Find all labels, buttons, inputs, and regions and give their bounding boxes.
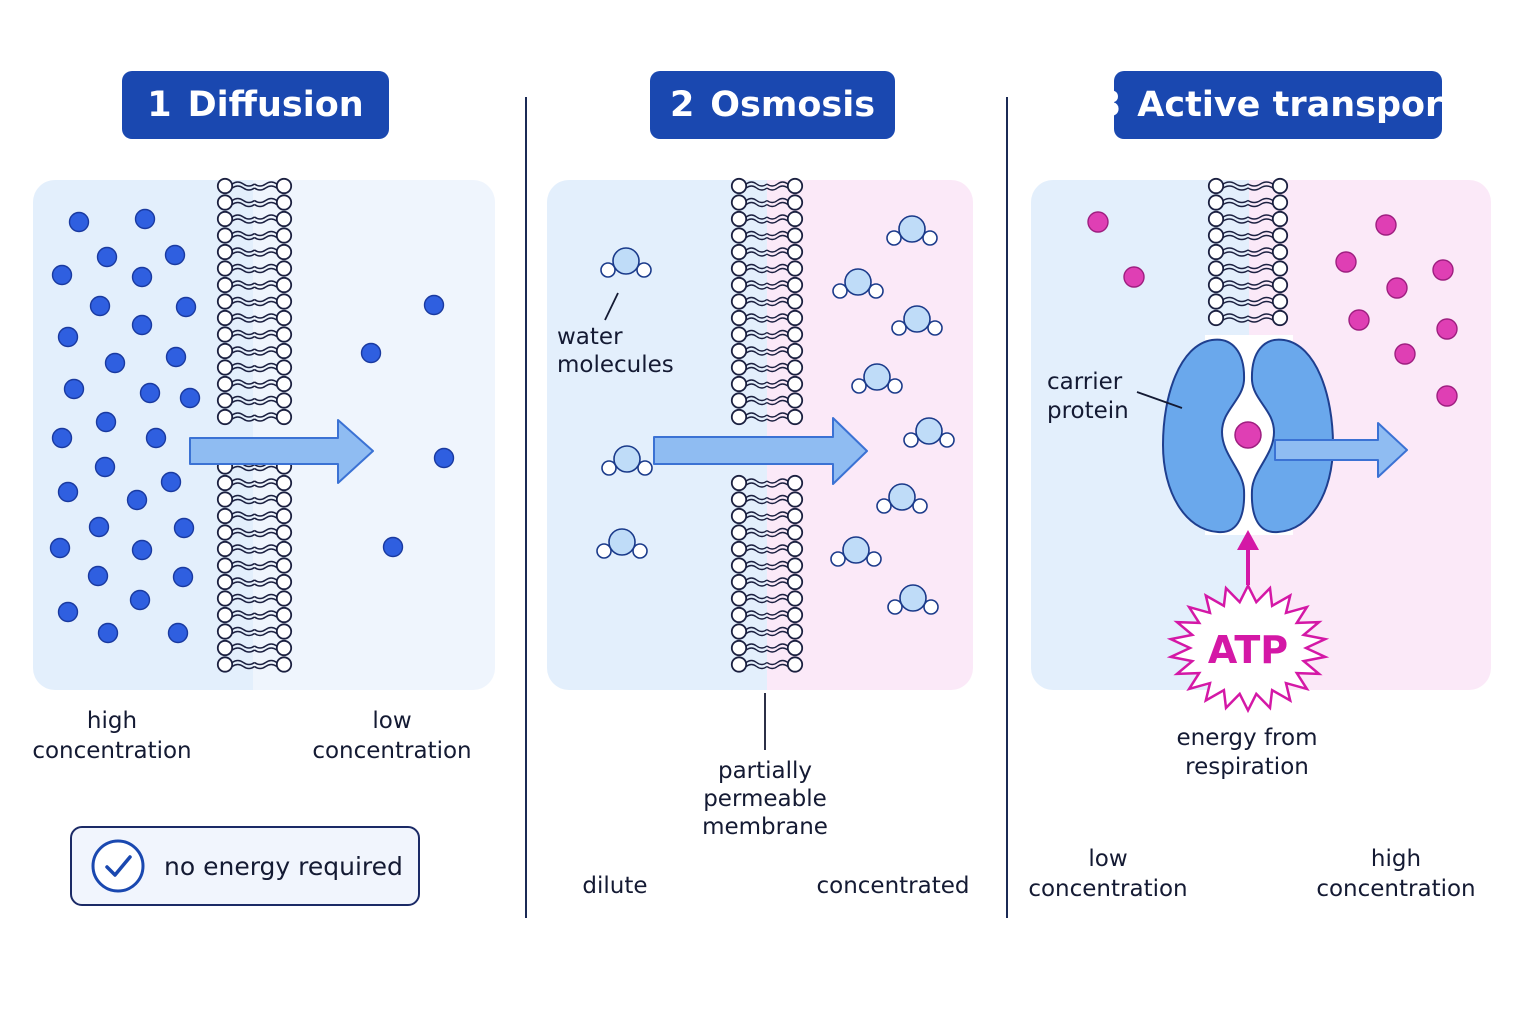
solute-particle — [360, 342, 382, 364]
solute-particle — [89, 295, 111, 317]
solute-particle — [165, 346, 187, 368]
energy-callout: energy from respiration — [1176, 725, 1318, 780]
solute-particles-active — [1087, 211, 1458, 407]
solute-particles-diffusion — [49, 208, 455, 644]
panel-number: 2 — [669, 85, 695, 125]
membrane-active-transport — [1207, 177, 1289, 327]
solute-particle — [126, 489, 148, 511]
panel-number: 1 — [147, 85, 172, 125]
title-osmosis: 2 Osmosis — [650, 71, 895, 139]
solute-particle — [1348, 309, 1370, 331]
solute-particle — [173, 517, 195, 539]
water-molecule — [886, 215, 938, 246]
solute-particle — [175, 296, 197, 318]
diffusion-arrow — [189, 419, 374, 484]
solute-particle — [87, 565, 109, 587]
solute-particle — [1123, 266, 1145, 288]
label-dilute: dilute — [582, 873, 648, 899]
water-molecule — [891, 305, 943, 336]
solute-particle — [95, 411, 117, 433]
carrier-protein-right-half — [1250, 338, 1335, 534]
membrane-osmosis — [730, 177, 804, 673]
solute-particle — [1436, 385, 1458, 407]
solute-particle — [164, 244, 186, 266]
solute-particle — [131, 266, 153, 288]
solute-particle — [57, 601, 79, 623]
title-diffusion: 1 Diffusion — [122, 71, 389, 139]
solute-particle — [1087, 211, 1109, 233]
solute-particle — [51, 264, 73, 286]
solute-particle — [97, 622, 119, 644]
solute-particle — [423, 294, 445, 316]
solute-particle — [1432, 259, 1454, 281]
carrier-protein-callout: carrier protein — [1047, 369, 1129, 424]
label-high-concentration: high concentration — [32, 708, 192, 764]
water-callout-line — [604, 292, 619, 321]
protein-callout-line — [1136, 391, 1183, 409]
solute-particle — [167, 622, 189, 644]
solute-particle — [160, 471, 182, 493]
solute-particle — [1436, 318, 1458, 340]
solute-particle — [129, 589, 151, 611]
water-molecule — [887, 584, 939, 615]
title-active-transport: 3 Active transport — [1097, 71, 1459, 139]
carrier-protein-left-half — [1161, 338, 1246, 534]
solute-particle — [134, 208, 156, 230]
atp-label: ATP — [1207, 628, 1289, 672]
solute-particle — [382, 536, 404, 558]
solute-particle — [1386, 277, 1408, 299]
badge-text: no energy required — [164, 851, 403, 881]
water-molecule — [903, 417, 955, 448]
solute-particle — [1335, 251, 1357, 273]
solute-particle — [131, 314, 153, 336]
panel-title: Active transport — [1137, 85, 1460, 125]
active-transport-arrow — [1274, 422, 1408, 478]
solute-particle — [96, 246, 118, 268]
label-low-concentration: low concentration — [312, 708, 472, 764]
solute-particle — [94, 456, 116, 478]
solute-particle — [57, 481, 79, 503]
label-low-concentration: low concentration — [1028, 846, 1188, 902]
solute-particle — [57, 326, 79, 348]
solute-particle — [104, 352, 126, 374]
solute-particle — [51, 427, 73, 449]
energy-arrow-head — [1237, 530, 1259, 550]
solute-particle — [88, 516, 110, 538]
check-circle-icon — [91, 839, 145, 893]
solute-particle — [1394, 343, 1416, 365]
water-molecules-callout: water molecules — [557, 324, 674, 378]
panel-number: 3 — [1096, 85, 1122, 125]
membrane-callout: partially permeable membrane — [702, 758, 828, 840]
water-molecule — [851, 363, 903, 394]
water-molecule — [830, 536, 882, 567]
atp-starburst — [1166, 582, 1330, 714]
water-molecule — [832, 268, 884, 299]
solute-particle — [179, 387, 201, 409]
no-energy-badge: no energy required — [70, 826, 420, 906]
solute-particle — [145, 427, 167, 449]
solute-particle — [49, 537, 71, 559]
label-high-concentration: high concentration — [1316, 846, 1476, 902]
water-molecule — [876, 483, 928, 514]
water-molecule — [600, 247, 652, 278]
solute-particle — [1375, 214, 1397, 236]
solute-particle — [139, 382, 161, 404]
water-molecules-group — [596, 215, 955, 615]
osmosis-arrow — [653, 417, 868, 485]
solute-particle — [172, 566, 194, 588]
solute-particle — [433, 447, 455, 469]
label-concentrated: concentrated — [816, 873, 970, 899]
carrier-protein — [1161, 335, 1335, 535]
water-molecule — [596, 528, 648, 559]
water-molecule — [601, 445, 653, 476]
solute-particle — [63, 378, 85, 400]
solute-particle — [68, 211, 90, 233]
panel-title: Diffusion — [187, 85, 364, 125]
solute-particle — [131, 539, 153, 561]
panel-title: Osmosis — [710, 85, 876, 125]
transported-particle — [1234, 421, 1262, 449]
